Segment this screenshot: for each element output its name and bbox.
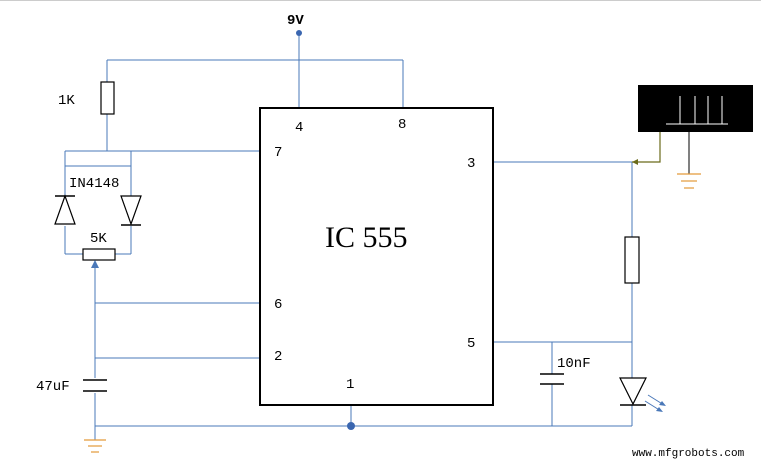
pin-1-label: 1 [346,377,354,393]
pot-label: 5K [90,231,107,247]
ground-symbol-scope [677,173,701,189]
resistor-output [624,236,640,284]
ic-title: IC 555 [325,221,408,254]
ground-junction-dot [347,422,355,430]
pot-wiper-arrow [91,260,99,268]
pin-4-label: 4 [295,120,303,136]
pin-2-label: 2 [274,349,282,365]
r1-label: 1K [58,93,75,109]
ic-555-body [259,107,494,406]
diode-label: IN4148 [69,176,119,192]
capacitor-10nf [540,373,564,385]
ground-symbol-left [84,439,106,453]
pin-5-label: 5 [467,336,475,352]
resistor-r1 [100,81,115,115]
cap-timing-label: 47uF [36,379,70,395]
diode-d2 [120,195,142,226]
pin-7-label: 7 [274,145,282,161]
supply-terminal [296,30,302,36]
potentiometer-5k [82,248,116,261]
cap-control-label: 10nF [557,356,591,372]
watermark: www.mfgrobots.com [632,448,745,460]
probe-arrow [632,159,638,165]
led [619,377,647,406]
diode-d1 [54,194,76,225]
supply-label: 9V [287,13,304,29]
pin-8-label: 8 [398,117,406,133]
capacitor-47uf [83,379,107,392]
pin-6-label: 6 [274,297,282,313]
led-light-arrows-icon [644,394,666,412]
scope-probe-wire [632,128,661,163]
pin-3-label: 3 [467,156,475,172]
oscilloscope-display [638,85,753,132]
